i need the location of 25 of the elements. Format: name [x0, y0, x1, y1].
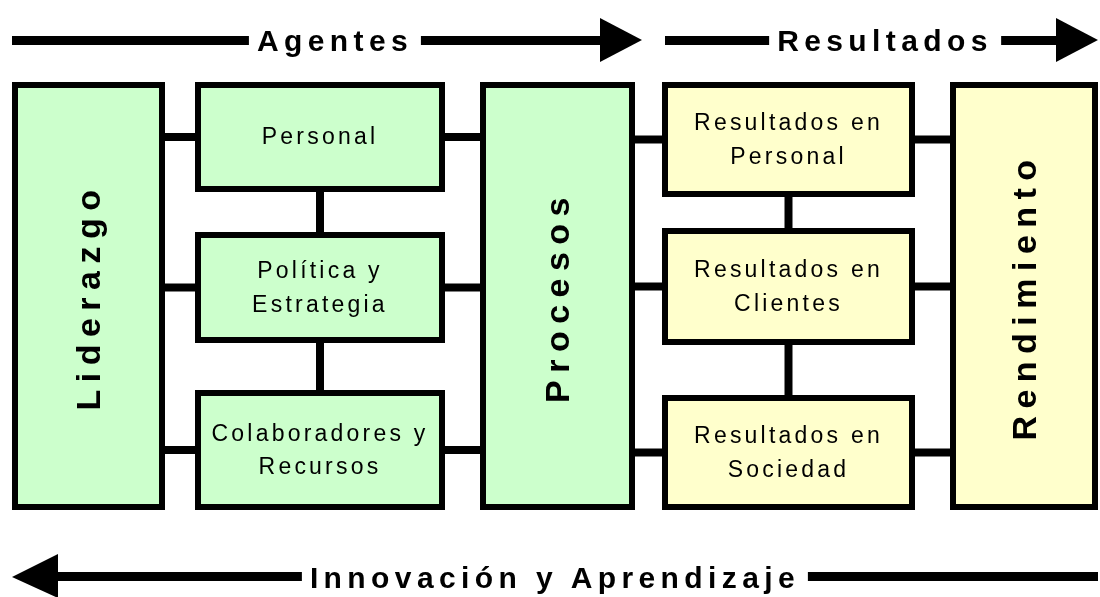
pillar-box: Liderazgo [12, 82, 165, 510]
connector-line [165, 446, 195, 454]
connector-line [316, 192, 324, 232]
criterion-box: Política y Estrategia [195, 232, 445, 343]
connector-line [165, 283, 195, 292]
connector-line [915, 135, 950, 144]
connector-line [784, 345, 793, 395]
criterion-box: Colaboradores y Recursos [195, 390, 445, 510]
connector-line [635, 448, 662, 457]
connector-line [635, 282, 662, 291]
connector-line [635, 135, 662, 144]
pillar-box: Rendimiento [950, 82, 1098, 510]
criterion-box: Personal [195, 82, 445, 192]
criterion-box: Resultados en Personal [662, 82, 915, 197]
connector-line [915, 282, 950, 291]
connector-line [445, 283, 480, 292]
connector-line [445, 133, 480, 141]
connector-line [445, 446, 480, 454]
connector-line [316, 343, 324, 390]
criterion-box: Resultados en Sociedad [662, 395, 915, 510]
pillar-box: Procesos [480, 82, 635, 510]
connector-line [784, 197, 793, 228]
connector-line [915, 448, 950, 457]
criterion-box: Resultados en Clientes [662, 228, 915, 345]
connector-line [165, 133, 195, 141]
